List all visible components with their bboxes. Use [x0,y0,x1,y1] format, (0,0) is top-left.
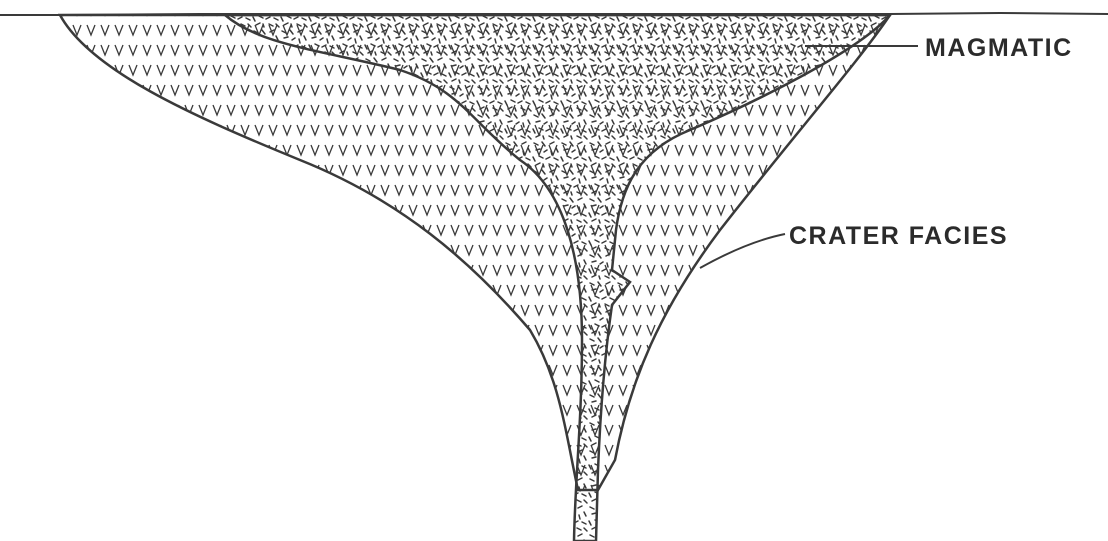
magmatic-label: MAGMATIC [925,34,1073,62]
crater-facies-label: CRATER FACIES [789,222,1008,250]
